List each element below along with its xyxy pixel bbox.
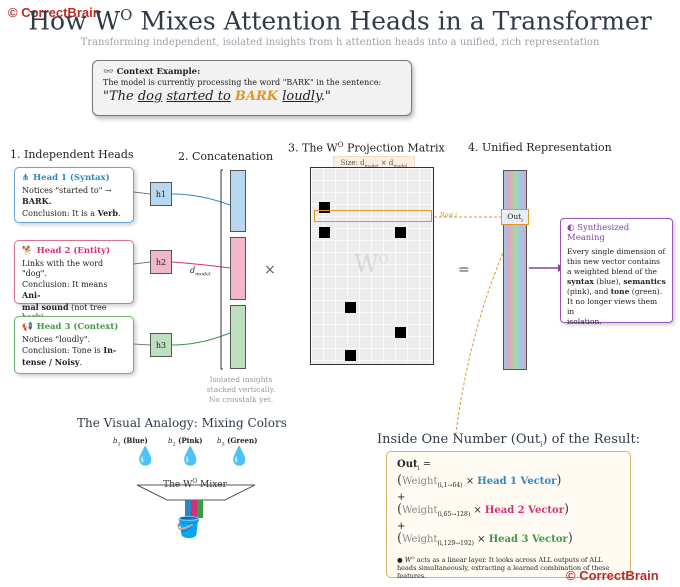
term-2: (Weight(i,65→128) × Head 2 Vector) bbox=[397, 502, 570, 518]
mixer-label: The WO Mixer bbox=[163, 478, 227, 490]
section-concatenation: 2. Concatenation bbox=[178, 150, 274, 163]
plus-2: + bbox=[397, 521, 406, 532]
network-icon: ⋔ bbox=[22, 173, 30, 183]
page-subtitle: Transforming independent, isolated insig… bbox=[80, 37, 600, 48]
pink-drop-icon: 💧 bbox=[179, 446, 202, 467]
synthesized-meaning-card: ◐ Synthesized Meaning Every single dimen… bbox=[560, 218, 673, 326]
brand-logo-bottom: © CorrectBrain bbox=[566, 568, 659, 583]
matrix-cell bbox=[345, 302, 356, 313]
inside-title: Inside One Number (Outi) of the Result: bbox=[377, 432, 641, 449]
head-1-line-2: BARK. bbox=[22, 196, 52, 206]
synth-title: ◐ Synthesized Meaning bbox=[567, 223, 630, 243]
out-i-cell: Outi bbox=[501, 209, 529, 225]
equals-operator: = bbox=[458, 262, 470, 278]
brand-logo-top: © CorrectBrain bbox=[8, 5, 101, 20]
drop-label-blue: b1 (Blue) bbox=[113, 436, 148, 448]
matrix-cell bbox=[345, 350, 356, 361]
matrix-cell bbox=[395, 327, 406, 338]
connector-h3-in bbox=[133, 343, 151, 346]
head-1-line-1: Notices "started to" → bbox=[22, 185, 112, 195]
matrix-cell bbox=[319, 202, 330, 213]
section-unified-representation: 4. Unified Representation bbox=[468, 141, 612, 154]
dog-icon: 🐕 bbox=[22, 246, 33, 256]
drop-label-green: b3 (Green) bbox=[217, 436, 258, 448]
head-vector-h1: h1 bbox=[150, 182, 172, 206]
arrow-h1-concat bbox=[171, 193, 231, 206]
mixer-stream-green bbox=[197, 500, 203, 518]
plus-1: + bbox=[397, 492, 406, 503]
head-2-title: 🐕Head 2 (Entity) bbox=[22, 246, 111, 256]
context-sentence: "The dog started to BARK loudly." bbox=[103, 89, 331, 104]
context-label: 👓 Context Example: bbox=[103, 67, 201, 77]
head-vector-h2: h2 bbox=[150, 250, 172, 274]
brain-icon: ◐ bbox=[567, 223, 575, 233]
head-3-line-1: Notices "loudly". bbox=[22, 334, 91, 344]
concat-segment-pink bbox=[230, 237, 246, 300]
head-vector-h3: h3 bbox=[150, 333, 172, 357]
connector-h1-in bbox=[133, 191, 151, 195]
blue-drop-icon: 💧 bbox=[134, 446, 157, 467]
matrix-cell bbox=[319, 227, 330, 238]
head-3-title: 📢Head 3 (Context) bbox=[22, 322, 119, 332]
arrow-h3-concat bbox=[171, 332, 231, 346]
inside-box: Outi = (Weight(i,1→64) × Head 1 Vector) … bbox=[386, 451, 631, 581]
times-operator: × bbox=[264, 262, 276, 278]
matrix-cell bbox=[395, 227, 406, 238]
glasses-icon: 👓 bbox=[103, 67, 114, 77]
page-title: How WO Mixes Attention Heads in a Transf… bbox=[28, 6, 652, 36]
concat-segment-blue bbox=[230, 170, 246, 232]
mixer-funnel bbox=[136, 484, 256, 501]
mixer-stream-pink bbox=[191, 500, 197, 518]
matrix-watermark: WO bbox=[354, 250, 389, 278]
head-2-line-1: Links with the word "dog". bbox=[22, 258, 104, 279]
connector-h2-in bbox=[133, 261, 151, 265]
out-equation: Outi = bbox=[397, 459, 432, 472]
head-1-title: ⋔Head 1 (Syntax) bbox=[22, 173, 110, 183]
matrix-row-highlight bbox=[314, 210, 432, 222]
inside-footnote: ● WO acts as a linear layer. It looks ac… bbox=[397, 555, 610, 581]
section-independent-heads: 1. Independent Heads bbox=[10, 148, 134, 161]
context-example-box: 👓 Context Example: The model is currentl… bbox=[92, 60, 412, 116]
mixer-stream-blue bbox=[185, 500, 191, 518]
head-3-line-2: Conclusion: Tone is In- bbox=[22, 345, 117, 355]
arrow-h2-concat bbox=[171, 261, 231, 269]
head-2-line-2: Conclusion: It means Ani- bbox=[22, 279, 108, 301]
unified-vector bbox=[503, 170, 527, 370]
wo-matrix bbox=[310, 167, 434, 365]
term-3: (Weight(i,129→192) × Head 3 Vector) bbox=[397, 531, 573, 547]
paint-bucket-icon: 🪣 bbox=[176, 515, 201, 539]
head-1-line-3: Conclusion: It is a Verb. bbox=[22, 207, 121, 218]
green-drop-icon: 💧 bbox=[228, 446, 251, 467]
term-1: (Weight(i,1→64) × Head 1 Vector) bbox=[397, 473, 562, 489]
section-projection-matrix: 3. The WO Projection Matrix bbox=[288, 141, 445, 155]
drop-label-pink: b2 (Pink) bbox=[168, 436, 203, 448]
info-icon: ● bbox=[397, 556, 403, 565]
concat-segment-green bbox=[230, 305, 246, 369]
megaphone-icon: 📢 bbox=[22, 322, 33, 332]
row-i-label: Row i bbox=[440, 212, 458, 219]
head-3-line-3: tense / Noisy. bbox=[22, 356, 83, 367]
context-description: The model is currently processing the wo… bbox=[103, 78, 382, 87]
head-2-card: 🐕Head 2 (Entity) Links with the word "do… bbox=[14, 240, 134, 322]
head-3-card: 📢Head 3 (Context) Notices "loudly". Conc… bbox=[14, 316, 134, 374]
concat-bracket bbox=[220, 169, 223, 370]
head-1-card: ⋔Head 1 (Syntax) Notices "started to" → … bbox=[14, 167, 134, 223]
concat-dim-label: dmodel bbox=[190, 266, 211, 278]
analogy-title: The Visual Analogy: Mixing Colors bbox=[77, 416, 287, 430]
